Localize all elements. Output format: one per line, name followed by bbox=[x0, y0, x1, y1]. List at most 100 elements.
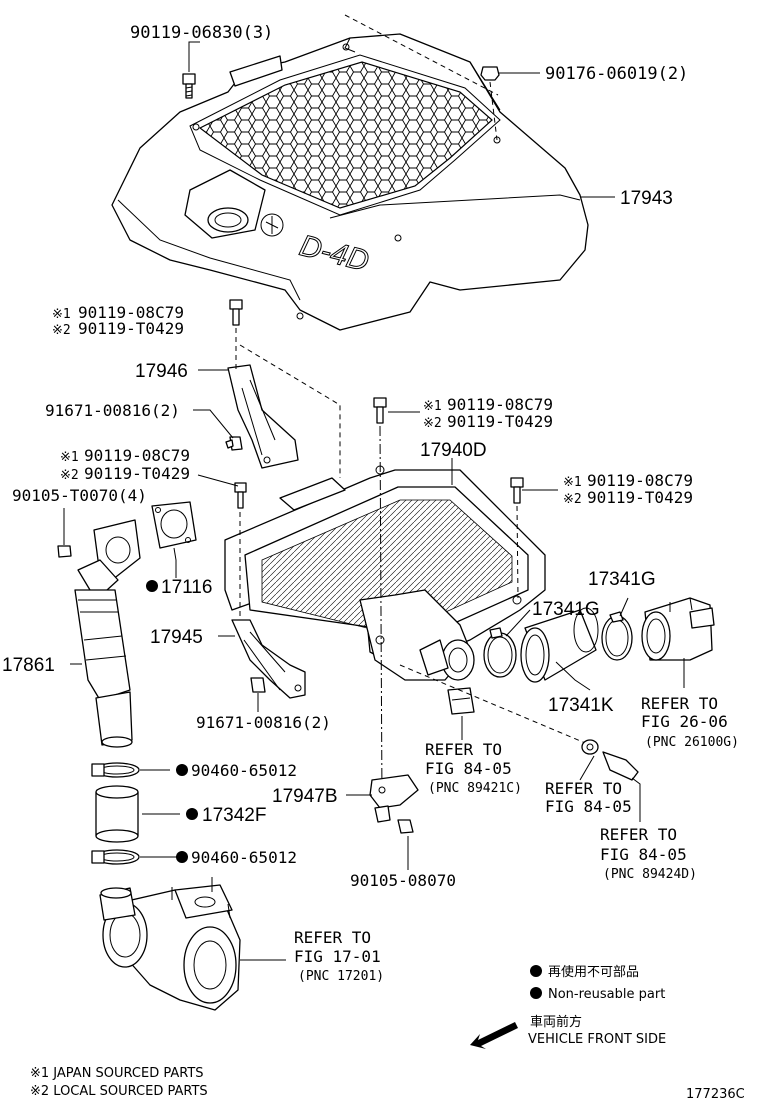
nonreusable-dot-icon bbox=[176, 851, 188, 863]
ref-line: FIG 26-06 bbox=[641, 712, 728, 731]
callout-clamp-mid: 17341G bbox=[532, 599, 600, 620]
ref-sensor-c: REFER TO FIG 84-05 (PNC 89424D) bbox=[600, 825, 697, 882]
ref-line: FIG 17-01 bbox=[294, 947, 381, 966]
leader-dash bbox=[379, 425, 383, 801]
leader-dash bbox=[516, 505, 519, 599]
mark-japan: ※1 bbox=[423, 399, 442, 414]
sensor-icon bbox=[602, 751, 639, 781]
callout-bolt-a-local: 90119-T0429 bbox=[78, 319, 184, 338]
ref-line: FIG 84-05 bbox=[600, 845, 687, 864]
legend-front-en: VEHICLE FRONT SIDE bbox=[528, 1032, 666, 1047]
leader-dash bbox=[399, 664, 591, 746]
bolt-icon bbox=[373, 397, 387, 424]
callout-bolt-e-local: 90119-T0429 bbox=[587, 488, 693, 507]
bolt-icon bbox=[225, 436, 243, 451]
ref-turbo: REFER TO FIG 17-01 (PNC 17201) bbox=[294, 928, 384, 984]
callout-stud: 90105-T0070(4) bbox=[12, 486, 147, 505]
bracket-lower bbox=[231, 619, 306, 699]
callout-bolt-top: 90119-06830(3) bbox=[130, 23, 273, 43]
ref-line: FIG 84-05 bbox=[425, 759, 512, 778]
bracket-upper bbox=[227, 364, 299, 469]
legend-nonreusable-en: Non-reusable part bbox=[548, 987, 665, 1002]
sensor-icon bbox=[447, 687, 475, 715]
ref-line: (PNC 26100G) bbox=[645, 735, 739, 750]
clamp bbox=[91, 849, 140, 865]
figure-id: 177236C bbox=[686, 1087, 745, 1102]
clamp bbox=[91, 762, 140, 778]
mark-japan: ※1 bbox=[52, 307, 71, 322]
mark-local: ※2 bbox=[423, 416, 442, 431]
legend-front-jp: 車両前方 bbox=[530, 1014, 582, 1030]
clamp bbox=[601, 611, 633, 661]
callout-hose-short: 17342F bbox=[202, 805, 266, 826]
ref-sensor-a: REFER TO FIG 84-05 (PNC 89421C) bbox=[425, 740, 522, 796]
callout-bracket-lower: 17945 bbox=[150, 627, 203, 648]
gasket bbox=[151, 501, 197, 549]
callout-nut-top: 90176-06019(2) bbox=[545, 64, 688, 84]
turbocharger bbox=[99, 877, 241, 1011]
leader-dash bbox=[344, 14, 499, 96]
ref-line: REFER TO bbox=[294, 928, 371, 947]
legend: 再使用不可部品 Non-reusable part 車両前方 VEHICLE F… bbox=[470, 964, 666, 1049]
callout-bolt-d-jp: 90119-08C79 bbox=[84, 446, 190, 465]
ref-line: (PNC 17201) bbox=[298, 969, 384, 984]
mark-japan: ※1 bbox=[563, 475, 582, 490]
mark-local: ※2 bbox=[563, 492, 582, 507]
bolt-icon bbox=[510, 477, 524, 504]
footnote-local: ※2 LOCAL SOURCED PARTS bbox=[30, 1084, 208, 1099]
outlet-pipe bbox=[74, 519, 141, 748]
ref-sensor-b: REFER TO FIG 84-05 bbox=[545, 779, 632, 816]
leader-lines bbox=[63, 41, 685, 961]
mark-local: ※2 bbox=[52, 323, 71, 338]
mark-local: ※2 bbox=[60, 468, 79, 483]
callout-clamp-b: 90460-65012 bbox=[191, 848, 297, 867]
throttle-body bbox=[641, 597, 715, 661]
nonreusable-dot-icon bbox=[176, 764, 188, 776]
callout-engine-cover: 17943 bbox=[620, 188, 673, 209]
leader-dash bbox=[239, 344, 341, 478]
callout-bolt-f: 91671-00816(2) bbox=[196, 713, 331, 732]
callout-gasket: 17116 bbox=[161, 577, 212, 598]
washer-icon bbox=[581, 739, 599, 755]
bolt-icon bbox=[229, 299, 243, 326]
bolt-icon bbox=[250, 677, 266, 693]
bracket-sensor bbox=[369, 774, 419, 823]
callout-bolt-c-local: 90119-T0429 bbox=[447, 412, 553, 431]
bolt-icon bbox=[397, 819, 414, 834]
footnote-japan: ※1 JAPAN SOURCED PARTS bbox=[30, 1066, 204, 1081]
callout-bolt-g: 90105-08070 bbox=[350, 871, 456, 890]
callout-bolt-d-local: 90119-T0429 bbox=[84, 464, 190, 483]
hose-short bbox=[95, 785, 139, 843]
ref-line: (PNC 89424D) bbox=[603, 867, 697, 882]
callout-bolt-c-jp: 90119-08C79 bbox=[447, 395, 553, 414]
ref-line: REFER TO bbox=[600, 825, 677, 844]
engine-cover: D-4D bbox=[111, 33, 589, 331]
callout-bolt-b: 91671-00816(2) bbox=[45, 401, 180, 420]
callout-intercooler: 17940D bbox=[420, 440, 487, 461]
clamp bbox=[483, 627, 517, 678]
callout-labels: 90119-06830(3) 90176-06019(2) 17943 ※1 9… bbox=[2, 23, 693, 890]
callout-clamp-a: 90460-65012 bbox=[191, 761, 297, 780]
nonreusable-dot-icon bbox=[186, 808, 198, 820]
stud-icon bbox=[57, 545, 72, 558]
ref-line: REFER TO bbox=[641, 694, 718, 713]
ref-line: (PNC 89421C) bbox=[428, 781, 522, 796]
nonreusable-dot-icon bbox=[530, 965, 542, 977]
callout-bolt-e-jp: 90119-08C79 bbox=[587, 471, 693, 490]
ref-line: REFER TO bbox=[425, 740, 502, 759]
front-arrow-icon bbox=[470, 1022, 518, 1049]
intercooler bbox=[224, 465, 546, 681]
callout-bolt-a-jp: 90119-08C79 bbox=[78, 303, 184, 322]
callout-bracket-sensor: 17947B bbox=[272, 786, 338, 807]
callout-bracket-upper: 17946 bbox=[135, 361, 188, 382]
bolt-icon bbox=[182, 73, 196, 99]
callout-outlet-pipe: 17861 bbox=[2, 655, 55, 676]
callout-hose: 17341K bbox=[548, 695, 614, 716]
ref-line: REFER TO bbox=[545, 779, 622, 798]
hose bbox=[520, 607, 599, 683]
legend-nonreusable-jp: 再使用不可部品 bbox=[548, 964, 639, 980]
ref-line: FIG 84-05 bbox=[545, 797, 632, 816]
bolt-icon bbox=[234, 482, 247, 509]
mark-japan: ※1 bbox=[60, 450, 79, 465]
